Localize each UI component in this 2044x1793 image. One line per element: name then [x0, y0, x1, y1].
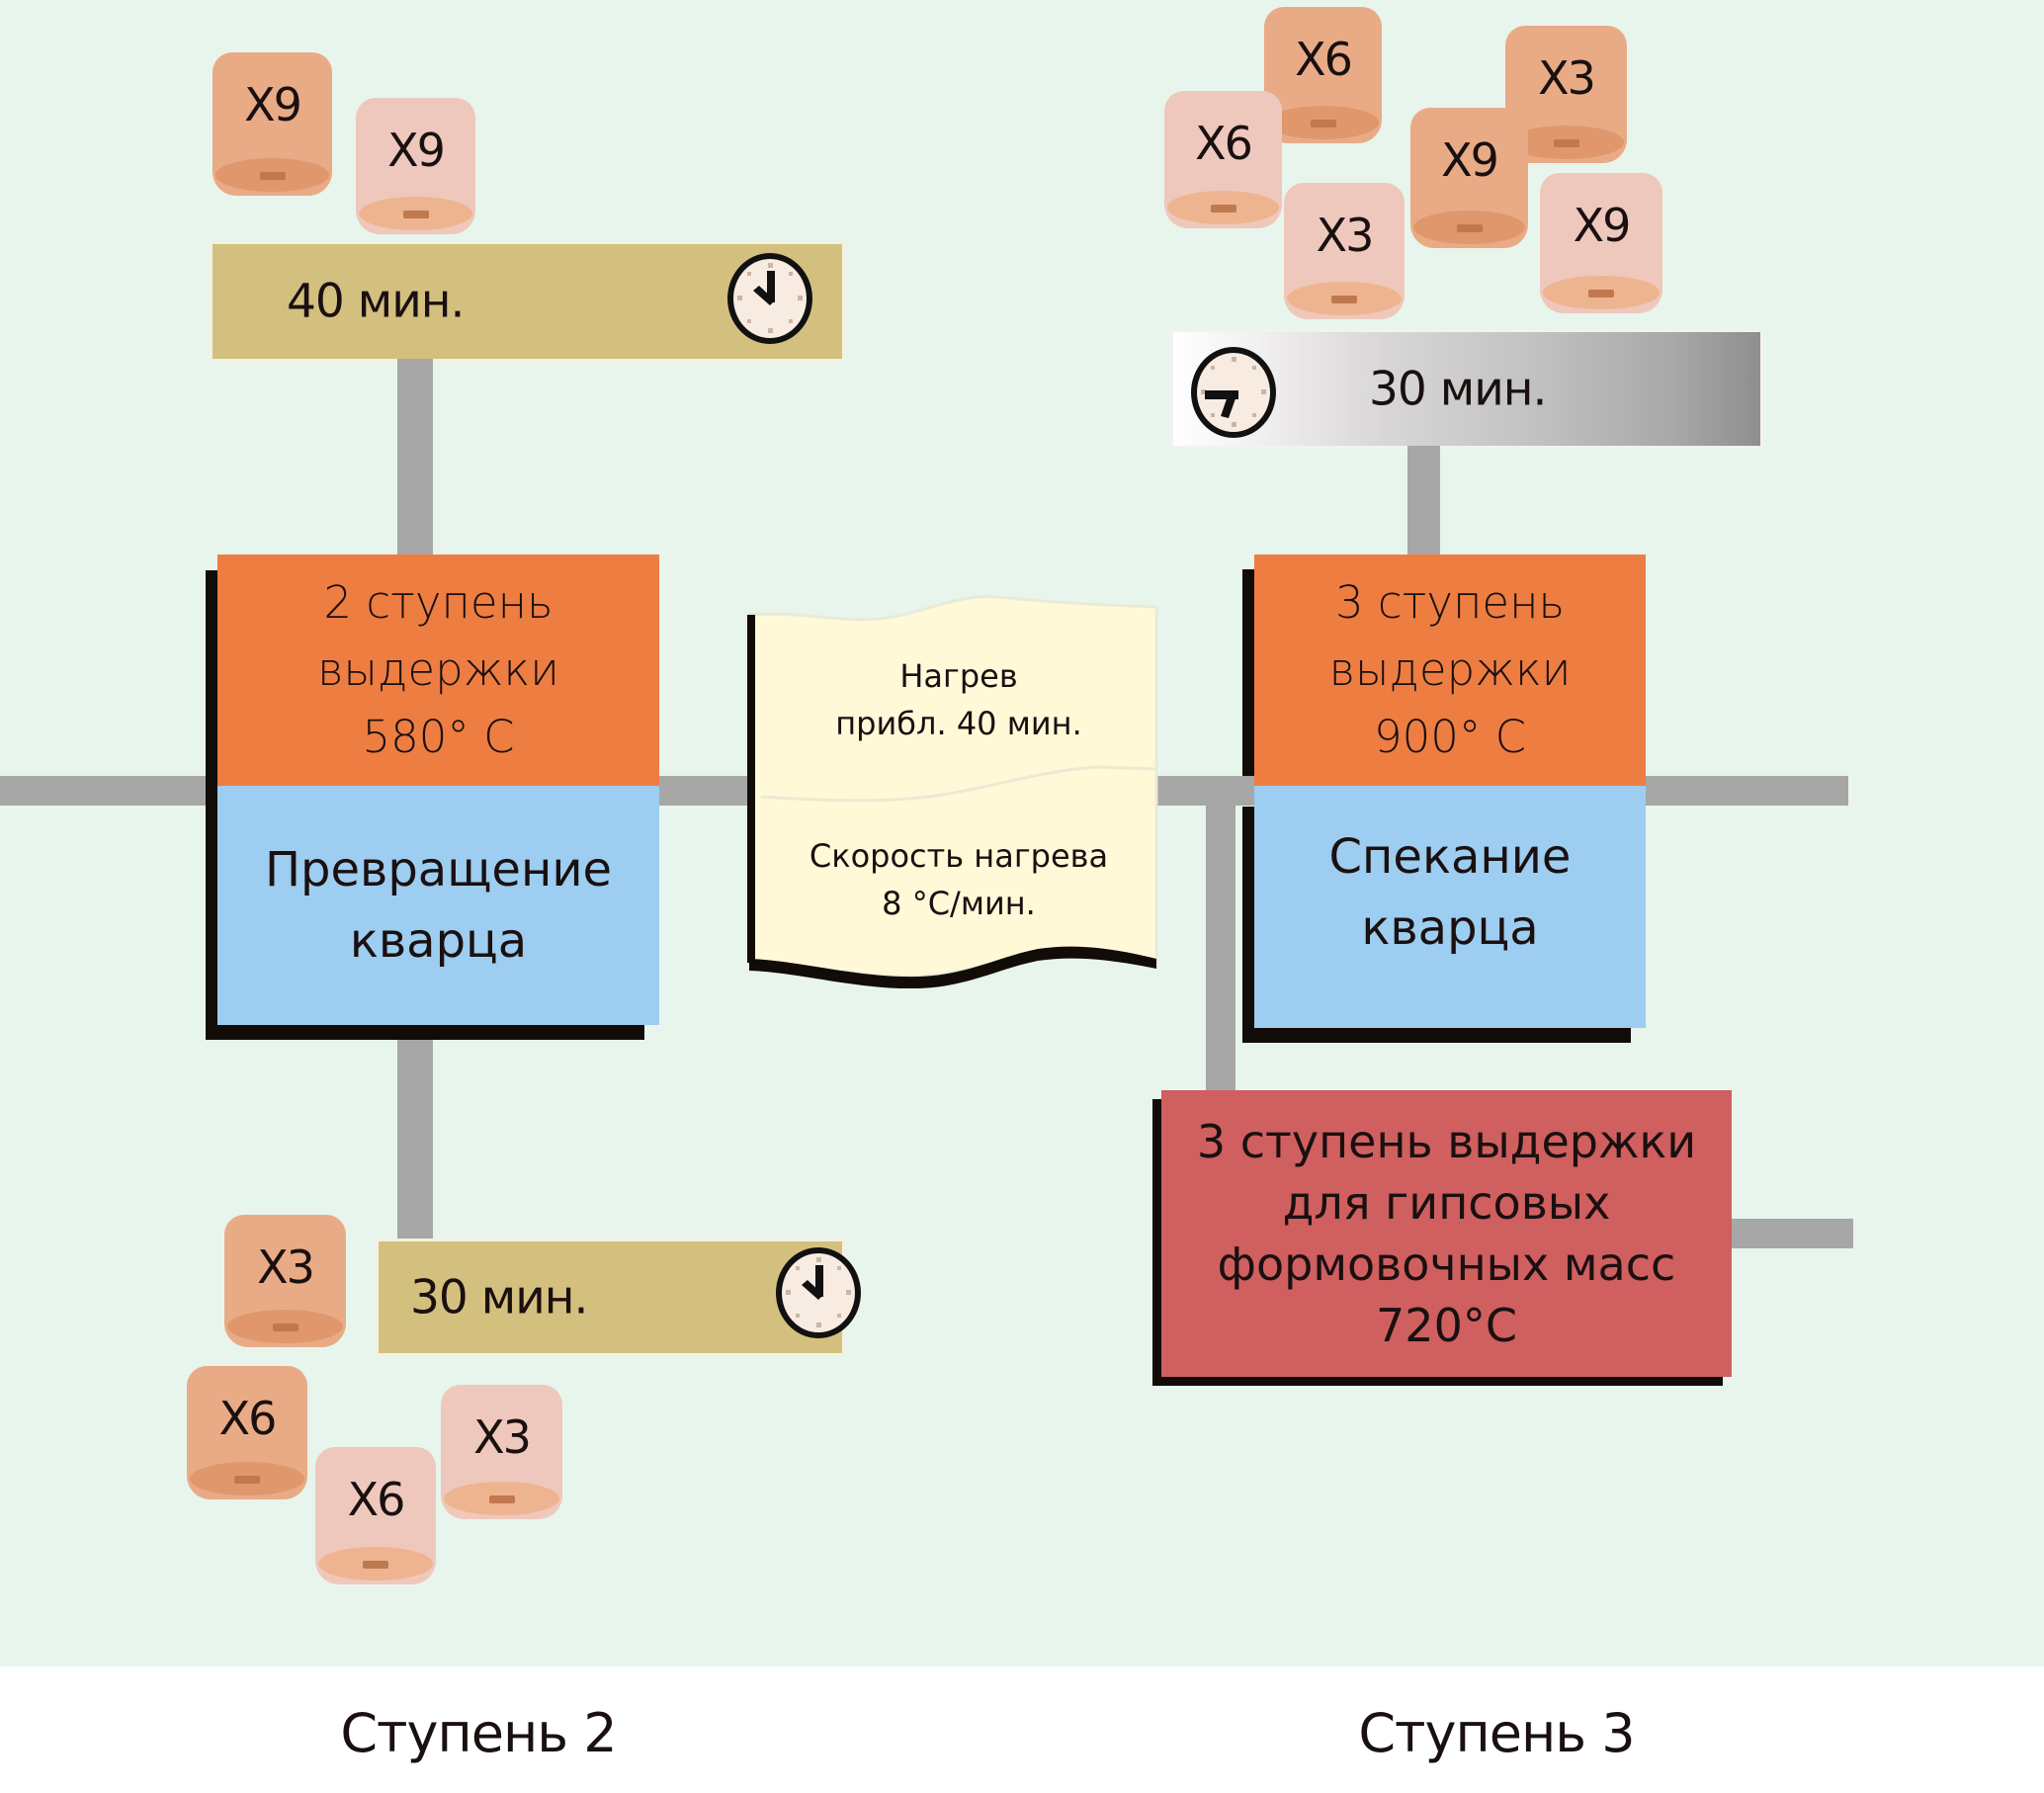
- heating-note-paper: [747, 595, 1158, 988]
- ring-size-label: X6: [1195, 117, 1253, 170]
- stage3-top-connector: [1407, 446, 1440, 555]
- stage2-footer-label: Ступень 2: [340, 1702, 617, 1764]
- stage3-footer-label: Ступень 3: [1358, 1702, 1635, 1764]
- ring-hole: [259, 172, 286, 180]
- ring-size-label: X3: [1316, 209, 1375, 262]
- hold-box-line: выдержки: [1328, 643, 1572, 696]
- hold-box-temperature: 580° C: [362, 711, 515, 763]
- ring-size-label: X9: [1441, 133, 1499, 187]
- ring-x6: X6: [187, 1366, 307, 1499]
- box-shadow: [1242, 1028, 1631, 1043]
- clock-hands: [786, 1257, 851, 1327]
- gypsum-branch-connector: [1206, 791, 1235, 1090]
- ring-x9: X9: [1540, 173, 1662, 313]
- ring-hole: [234, 1476, 260, 1484]
- clock-icon: [727, 253, 812, 344]
- ring-hole: [402, 211, 429, 218]
- box-shadow: [206, 570, 217, 1040]
- box-shadow: [1152, 1376, 1723, 1386]
- stage2-top-connector: [397, 359, 433, 555]
- ring-size-label: X9: [387, 124, 446, 177]
- heating-rate-title: Скорость нагрева: [809, 837, 1109, 875]
- stage3-process-box: Спекание кварца: [1254, 786, 1646, 1028]
- gypsum-box-line: 3 ступень выдержки: [1196, 1115, 1697, 1168]
- ring-hole: [1456, 224, 1483, 232]
- hold-box-temperature: 900° C: [1373, 711, 1527, 763]
- ring-hole: [1588, 290, 1614, 298]
- clock-hands: [737, 263, 803, 333]
- process-box-line: кварца: [349, 913, 528, 969]
- box-shadow: [1152, 1099, 1162, 1386]
- ring-hole: [272, 1323, 298, 1331]
- heating-title: Нагрев: [899, 657, 1018, 695]
- hold-box-line: 2 ступень: [323, 576, 554, 629]
- heating-rate-value: 8 °C/мин.: [882, 885, 1036, 922]
- clock-icon: [776, 1247, 861, 1338]
- heating-duration-text: Нагрев прибл. 40 мин.: [751, 652, 1166, 747]
- gypsum-output-connector: [1732, 1219, 1853, 1248]
- ring-size-label: X6: [1295, 33, 1353, 86]
- stage3-hold-box: 3 ступень выдержки 900° C: [1254, 555, 1646, 786]
- ring-x3: X3: [441, 1385, 562, 1519]
- ring-size-label: X3: [257, 1240, 315, 1294]
- process-box-line: кварца: [1361, 899, 1539, 956]
- gypsum-box-temperature: 720°C: [1376, 1299, 1517, 1352]
- ring-x6: X6: [315, 1447, 436, 1584]
- process-box-line: Спекание: [1328, 828, 1572, 885]
- hold-time-label: 40 мин.: [287, 274, 465, 329]
- clock-icon: [1191, 347, 1276, 438]
- hold-box-line: выдержки: [317, 643, 559, 696]
- ring-x3: X3: [1284, 183, 1405, 319]
- ring-hole: [1553, 139, 1579, 147]
- ring-hole: [1331, 296, 1357, 303]
- ring-x3: X3: [224, 1215, 346, 1347]
- gypsum-box-line: для гипсовых: [1282, 1176, 1611, 1230]
- ring-size-label: X3: [473, 1410, 532, 1464]
- box-shadow: [1242, 569, 1254, 776]
- hold-box-line: 3 ступень: [1334, 576, 1566, 629]
- ring-hole: [363, 1561, 388, 1569]
- heating-rate-text: Скорость нагрева 8 °C/мин.: [751, 832, 1166, 927]
- ring-size-label: X3: [1538, 51, 1596, 105]
- hold-time-label: 30 мин.: [1369, 362, 1547, 416]
- stage2-second-hold-time-bar: 30 мин.: [379, 1241, 842, 1353]
- box-shadow: [1242, 807, 1254, 1043]
- box-shadow: [206, 1025, 644, 1040]
- ring-x9: X9: [213, 52, 332, 196]
- ring-x9: X9: [1410, 108, 1528, 248]
- ring-hole: [1310, 120, 1336, 128]
- ring-hole: [1210, 205, 1236, 213]
- process-box-line: Превращение: [264, 842, 613, 897]
- ring-size-label: X6: [347, 1473, 406, 1526]
- ring-hole: [488, 1495, 515, 1503]
- gypsum-hold-box: 3 ступень выдержки для гипсовых формовоч…: [1161, 1090, 1732, 1377]
- hold-time-label: 30 мин.: [410, 1270, 588, 1324]
- ring-size-label: X9: [244, 78, 302, 131]
- ring-size-label: X6: [218, 1392, 278, 1445]
- heating-duration: прибл. 40 мин.: [835, 705, 1082, 742]
- ring-size-label: X9: [1573, 199, 1632, 252]
- stage2-process-box: Превращение кварца: [217, 786, 659, 1025]
- ring-x9: X9: [356, 98, 475, 234]
- stage2-hold-box: 2 ступень выдержки 580° C: [217, 555, 659, 786]
- gypsum-box-line: формовочных масс: [1217, 1238, 1676, 1291]
- ring-x6: X6: [1264, 7, 1382, 143]
- stage2-bottom-connector: [397, 1040, 433, 1240]
- ring-x6: X6: [1164, 91, 1282, 228]
- clock-hands: [1201, 357, 1266, 427]
